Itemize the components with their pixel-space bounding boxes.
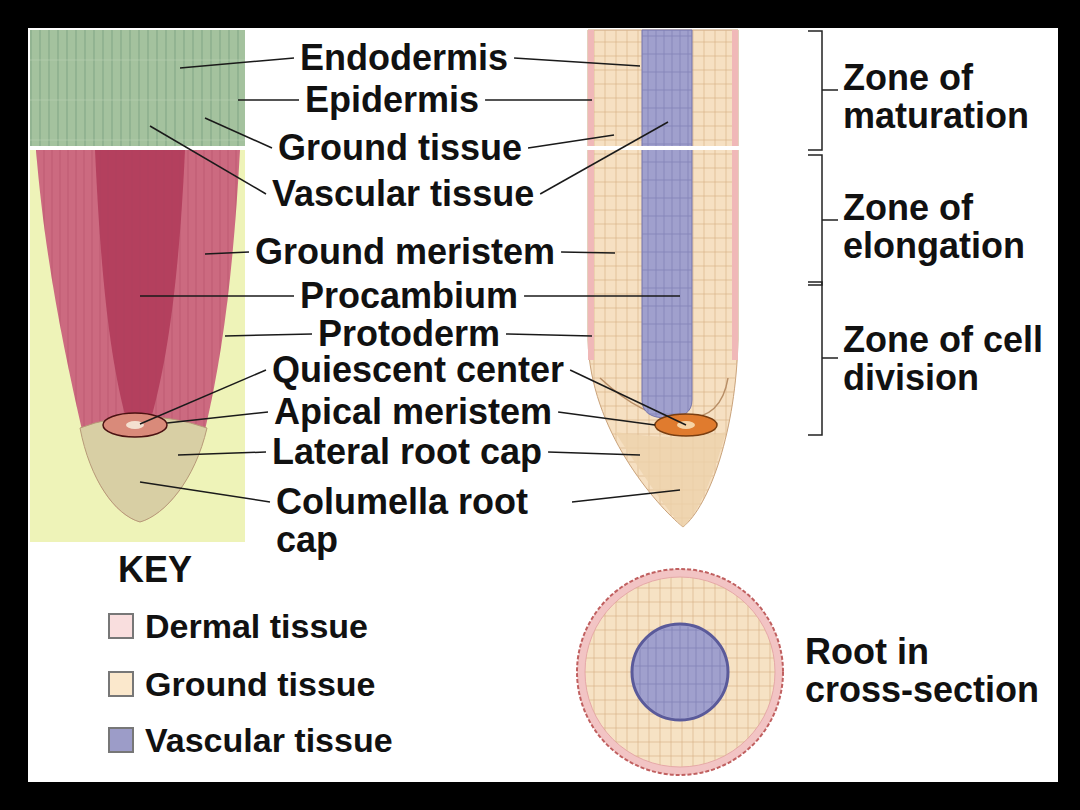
part-label: Procambium: [300, 277, 518, 315]
leader-line: [572, 490, 680, 502]
legend-text: Vascular tissue: [145, 721, 393, 759]
zone-label: Zone of elongation: [843, 189, 1048, 265]
leader-line: [558, 412, 655, 425]
legend-text: Dermal tissue: [145, 607, 368, 645]
part-label: Ground tissue: [278, 129, 522, 167]
leader-line: [570, 370, 686, 425]
part-label: Lateral root cap: [272, 433, 542, 471]
leader-line: [205, 252, 249, 254]
leader-line: [205, 118, 272, 148]
leader-line: [506, 334, 592, 336]
part-label: Epidermis: [305, 81, 479, 119]
legend-heading: KEY: [118, 551, 192, 589]
legend-swatch: [108, 613, 134, 639]
legend-swatch: [108, 727, 134, 753]
zone-label: Zone of maturation: [843, 59, 1048, 135]
leader-line: [150, 126, 266, 194]
leader-line: [524, 295, 680, 297]
leader-line: [540, 122, 668, 194]
part-label: Quiescent center: [272, 351, 564, 389]
leader-line: [548, 452, 640, 455]
part-label: Vascular tissue: [272, 175, 534, 213]
leader-line: [514, 58, 640, 66]
leader-line: [528, 135, 614, 148]
leader-line: [180, 58, 294, 68]
leader-line: [561, 252, 615, 253]
leader-line: [485, 99, 592, 101]
legend-text: Ground tissue: [145, 665, 375, 703]
legend-swatch: [108, 671, 134, 697]
part-label: Endodermis: [300, 39, 508, 77]
part-label: Protoderm: [318, 315, 500, 353]
part-label: Ground meristem: [255, 233, 555, 271]
leader-line: [140, 295, 294, 297]
part-label: Columella root cap: [276, 483, 566, 559]
leader-line: [140, 482, 270, 502]
leader-line: [167, 412, 268, 423]
part-label: Apical meristem: [274, 393, 552, 431]
leader-line: [225, 334, 312, 336]
part-label: Root in cross-section: [805, 633, 1041, 709]
leader-line: [238, 99, 299, 101]
zone-label: Zone of cell division: [843, 321, 1048, 397]
leader-line: [178, 452, 266, 455]
leader-line: [140, 370, 266, 424]
